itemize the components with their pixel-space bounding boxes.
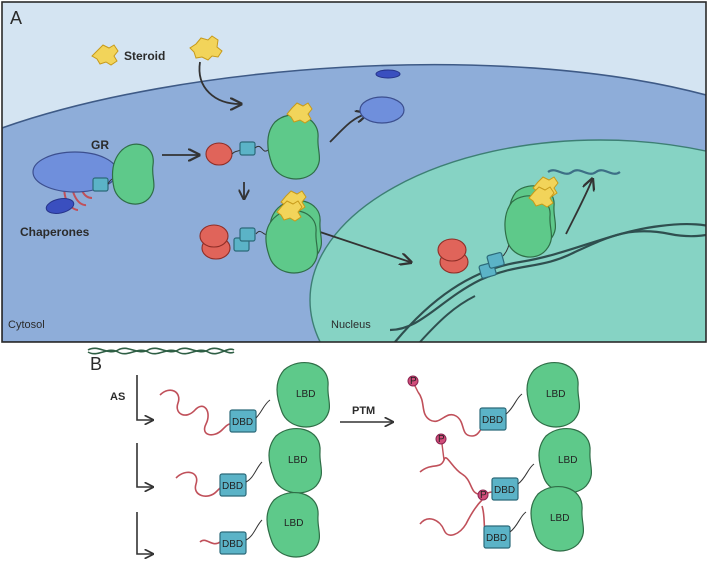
arrow-nuclear-import — [319, 231, 410, 262]
arrow-steroid-entry — [198, 61, 240, 104]
gr-dimer-dna-bound — [437, 176, 559, 279]
gr-label: GR — [91, 138, 109, 152]
panel-b-letter: B — [90, 354, 102, 374]
phosphate-label: P — [438, 434, 445, 445]
chaperone-complex — [32, 143, 155, 214]
isoform-short: DBD LBD — [199, 491, 320, 558]
panel-b: B AS DBD LBD DBD LBD — [87, 347, 592, 558]
dbd-label: DBD — [222, 481, 243, 492]
released-chaperone-large — [359, 96, 405, 124]
gr-monomer-steroid-bound — [205, 102, 320, 180]
chaperones-label: Chaperones — [20, 225, 90, 239]
phosphate-label: P — [480, 490, 487, 501]
phospho-isoform-short: P DBD LBD — [419, 485, 584, 552]
splice-arrow-2 — [136, 443, 152, 487]
lbd-label: LBD — [296, 389, 315, 400]
phosphate-site — [407, 375, 419, 387]
cytosol-label: Cytosol — [8, 319, 45, 331]
gene-dna-helix — [87, 347, 235, 355]
splice-arrow-1 — [136, 375, 152, 420]
as-label: AS — [110, 391, 125, 403]
isoform-long: DBD LBD — [159, 361, 330, 436]
phosphate-site — [435, 433, 447, 445]
gr-lbd-free — [111, 143, 155, 205]
dbd-label: DBD — [482, 415, 503, 426]
dbd-label: DBD — [222, 539, 243, 550]
lbd-label: LBD — [558, 455, 577, 466]
dna-double-helix — [389, 222, 706, 342]
phosphate-site — [477, 489, 489, 501]
steroid-label: Steroid — [124, 49, 165, 63]
panel-a-frame — [1, 1, 707, 343]
dbd-label: DBD — [232, 417, 253, 428]
dbd-label: DBD — [486, 533, 507, 544]
isoform-medium: DBD LBD — [175, 427, 322, 497]
released-chaperone-small — [375, 69, 401, 79]
steroid-icon — [91, 44, 119, 66]
dbd-label: DBD — [494, 485, 515, 496]
phospho-isoform-long: P DBD LBD — [407, 361, 580, 437]
panel-a-letter: A — [10, 8, 22, 28]
steroid-incoming-icon — [189, 35, 223, 61]
lbd-label: LBD — [284, 518, 303, 529]
gr-dimer-cytosol — [199, 190, 322, 274]
phosphate-label: P — [410, 376, 417, 387]
arrow-transcription — [565, 180, 592, 235]
panel-a: A Steroid GR Chaperones Cytosol Nucleus — [2, 2, 706, 342]
lbd-label: LBD — [546, 389, 565, 400]
splice-arrow-3 — [136, 512, 152, 554]
mrna-transcript — [547, 169, 621, 175]
nucleus-label: Nucleus — [331, 319, 371, 331]
phospho-isoform-medium: P DBD LBD — [419, 427, 592, 501]
lbd-label: LBD — [288, 455, 307, 466]
ptm-label: PTM — [352, 405, 375, 417]
lbd-label: LBD — [550, 513, 569, 524]
